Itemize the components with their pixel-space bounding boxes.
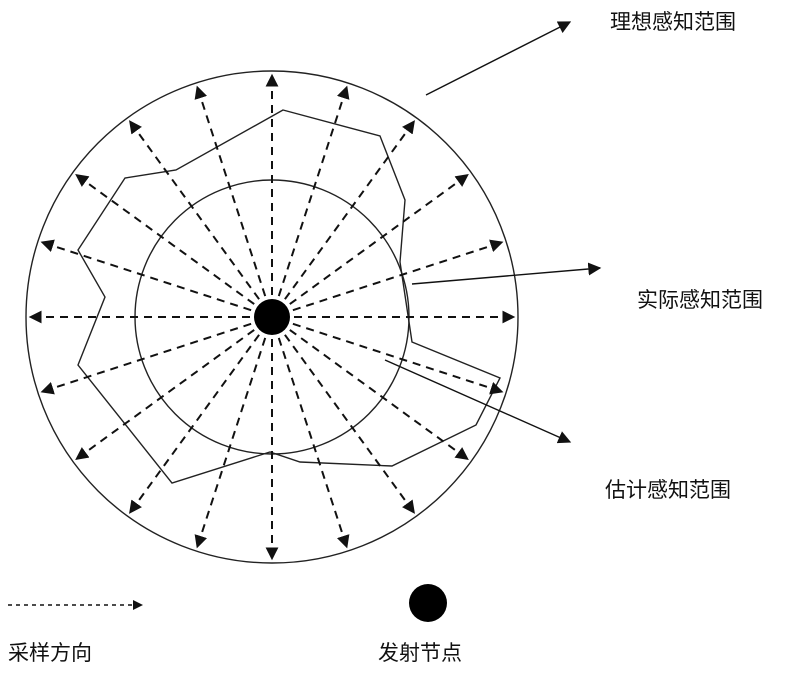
sampling-ray	[284, 120, 416, 300]
sampling-ray	[75, 329, 255, 461]
estimated-range-leader-arrow	[384, 359, 572, 444]
sampling-rays-group	[28, 73, 516, 561]
sampling-ray	[284, 334, 416, 514]
legend-sampling-direction-label: 采样方向	[8, 641, 92, 665]
sampling-ray	[292, 322, 504, 395]
sampling-ray	[75, 173, 255, 305]
sampling-ray	[194, 337, 267, 549]
ideal-range-circle	[25, 70, 519, 564]
legend-emitting-node-label: 发射节点	[378, 641, 462, 665]
estimated-range-label: 估计感知范围	[605, 478, 731, 502]
actual-range-leader-arrow	[411, 262, 602, 285]
sampling-ray	[292, 239, 504, 312]
ideal-range-label: 理想感知范围	[610, 10, 736, 34]
sampling-ray	[277, 85, 350, 297]
sampling-ray	[289, 329, 469, 461]
legend-emitting-node-dot	[409, 584, 447, 622]
sampling-ray	[40, 239, 252, 312]
actual-range-polygon	[77, 109, 501, 484]
actual-range-label: 实际感知范围	[637, 288, 763, 312]
ideal-range-leader-arrow	[425, 21, 572, 96]
sampling-ray	[40, 322, 252, 395]
emitting-node-dot	[254, 299, 290, 335]
sampling-ray	[128, 120, 260, 300]
sampling-ray	[128, 334, 260, 514]
sampling-ray	[289, 173, 469, 305]
sampling-ray	[194, 85, 267, 297]
sampling-ray	[277, 337, 350, 549]
